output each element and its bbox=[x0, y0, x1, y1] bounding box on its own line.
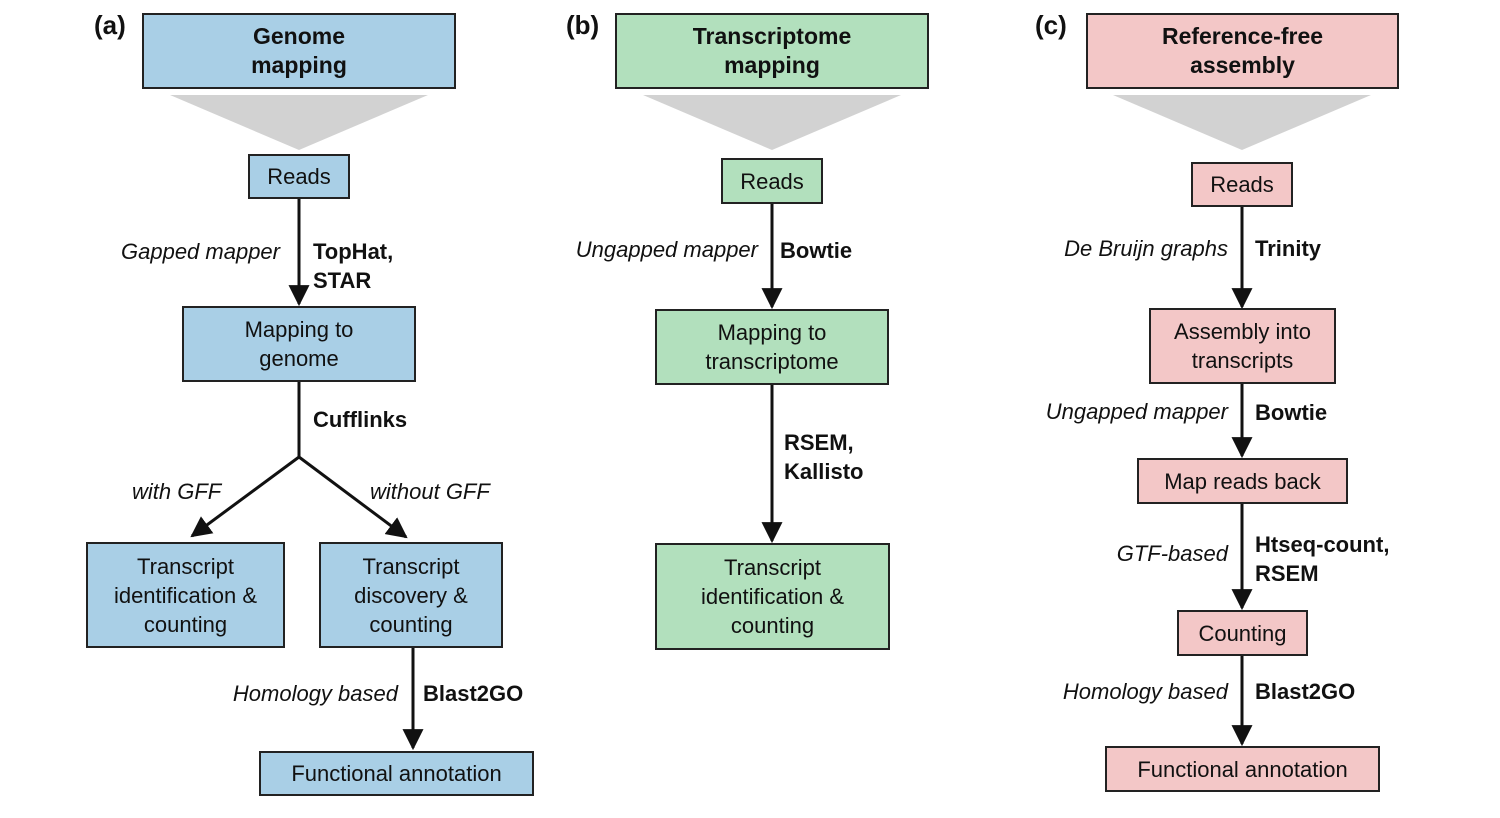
method-label-c2: Ungapped mapper bbox=[1045, 399, 1228, 424]
assembly-node-c: Assembly into transcripts bbox=[1149, 308, 1336, 384]
counting-node-b: Transcript identification & counting bbox=[655, 543, 890, 650]
method-label-b1: Ungapped mapper bbox=[575, 237, 758, 262]
method-label-a-without-gff: without GFF bbox=[370, 479, 490, 504]
funnel-c bbox=[1113, 95, 1371, 150]
method-label-c3: GTF-based bbox=[1116, 541, 1228, 566]
tool-label-a2: Cufflinks bbox=[313, 407, 408, 432]
arrow-a-with-gff bbox=[190, 455, 300, 538]
funnel-b bbox=[643, 95, 901, 150]
reads-node-a: Reads bbox=[248, 154, 350, 199]
method-label-a-with-gff: with GFF bbox=[132, 479, 222, 504]
mapping-node-b: Mapping to transcriptome bbox=[655, 309, 889, 385]
reads-node-c: Reads bbox=[1191, 162, 1293, 207]
tool-label-a1: TopHat, STAR bbox=[313, 239, 394, 293]
panel-title-c: Reference-free assembly bbox=[1086, 13, 1399, 89]
reads-node-b: Reads bbox=[721, 158, 823, 204]
tool-label-c3: Htseq-count, RSEM bbox=[1255, 532, 1390, 586]
panel-label-b: (b) bbox=[566, 10, 600, 40]
tool-label-b1: Bowtie bbox=[780, 238, 853, 263]
tool-label-b2: RSEM, Kallisto bbox=[784, 430, 864, 484]
counting-node-c: Counting bbox=[1177, 610, 1308, 656]
discovery-node-a: Transcript discovery & counting bbox=[319, 542, 503, 648]
panel-title-a: Genome mapping bbox=[142, 13, 456, 89]
mapping-node-a: Mapping to genome bbox=[182, 306, 416, 382]
tool-label-c1: Trinity bbox=[1255, 236, 1322, 261]
annotation-node-c: Functional annotation bbox=[1105, 746, 1380, 792]
annotation-node-a: Functional annotation bbox=[259, 751, 534, 796]
panel-label-c: (c) bbox=[1035, 10, 1067, 40]
method-label-a3: Homology based bbox=[232, 681, 398, 706]
tool-label-c2: Bowtie bbox=[1255, 400, 1328, 425]
panel-label-a: (a) bbox=[94, 10, 126, 40]
funnel-a bbox=[170, 95, 428, 150]
method-label-c4: Homology based bbox=[1062, 679, 1228, 704]
method-label-a1: Gapped mapper bbox=[121, 239, 280, 264]
method-label-c1: De Bruijn graphs bbox=[1064, 236, 1228, 261]
identification-node-a: Transcript identification & counting bbox=[86, 542, 285, 648]
map-back-node-c: Map reads back bbox=[1137, 458, 1348, 504]
tool-label-a3: Blast2GO bbox=[423, 681, 524, 706]
arrow-a-without-gff bbox=[298, 455, 408, 539]
panel-title-b: Transcriptome mapping bbox=[615, 13, 929, 89]
tool-label-c4: Blast2GO bbox=[1255, 679, 1356, 704]
